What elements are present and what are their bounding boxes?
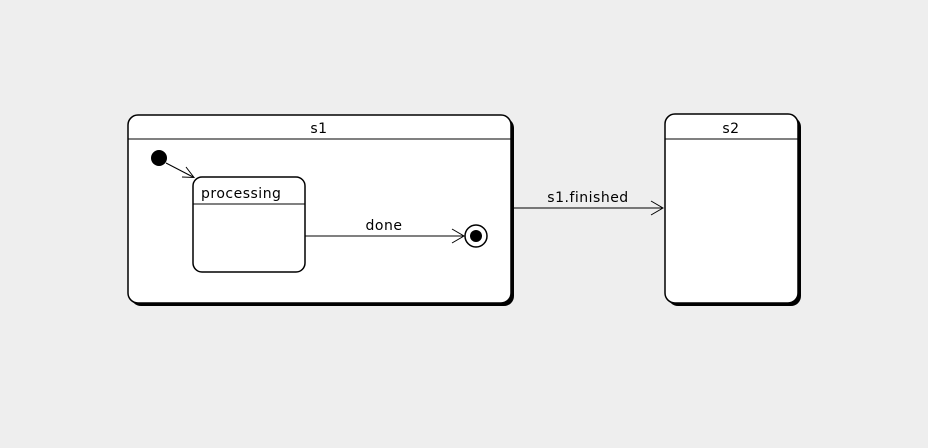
transition-s1-finished-label[interactable]: s1.finished [547,190,628,206]
state-processing-body[interactable] [192,176,306,273]
transition-initial-arrowhead-icon [181,166,196,179]
state-s2-title[interactable]: s2 [722,121,739,137]
state-s1-title[interactable]: s1 [310,121,327,137]
state-s2-body[interactable] [664,113,799,304]
initial-state-dot[interactable] [151,150,167,166]
final-state-inner-dot [470,230,482,242]
transition-s1-finished-arrowhead-icon [650,200,664,216]
transition-s1-finished[interactable]: s1.finished [513,190,664,216]
transition-done-label[interactable]: done [366,218,403,234]
transition-done[interactable]: done [305,218,465,244]
state-s1-body[interactable] [127,114,512,304]
transition-initial-line [165,162,194,178]
transition-done-arrowhead-icon [451,228,465,244]
state-s1[interactable]: s1 [127,114,514,306]
transition-initial-to-processing[interactable] [165,162,196,179]
state-processing-title[interactable]: processing [201,186,281,202]
final-state[interactable] [464,224,488,248]
state-s2[interactable]: s2 [664,113,801,306]
state-processing[interactable]: processing [192,176,306,273]
